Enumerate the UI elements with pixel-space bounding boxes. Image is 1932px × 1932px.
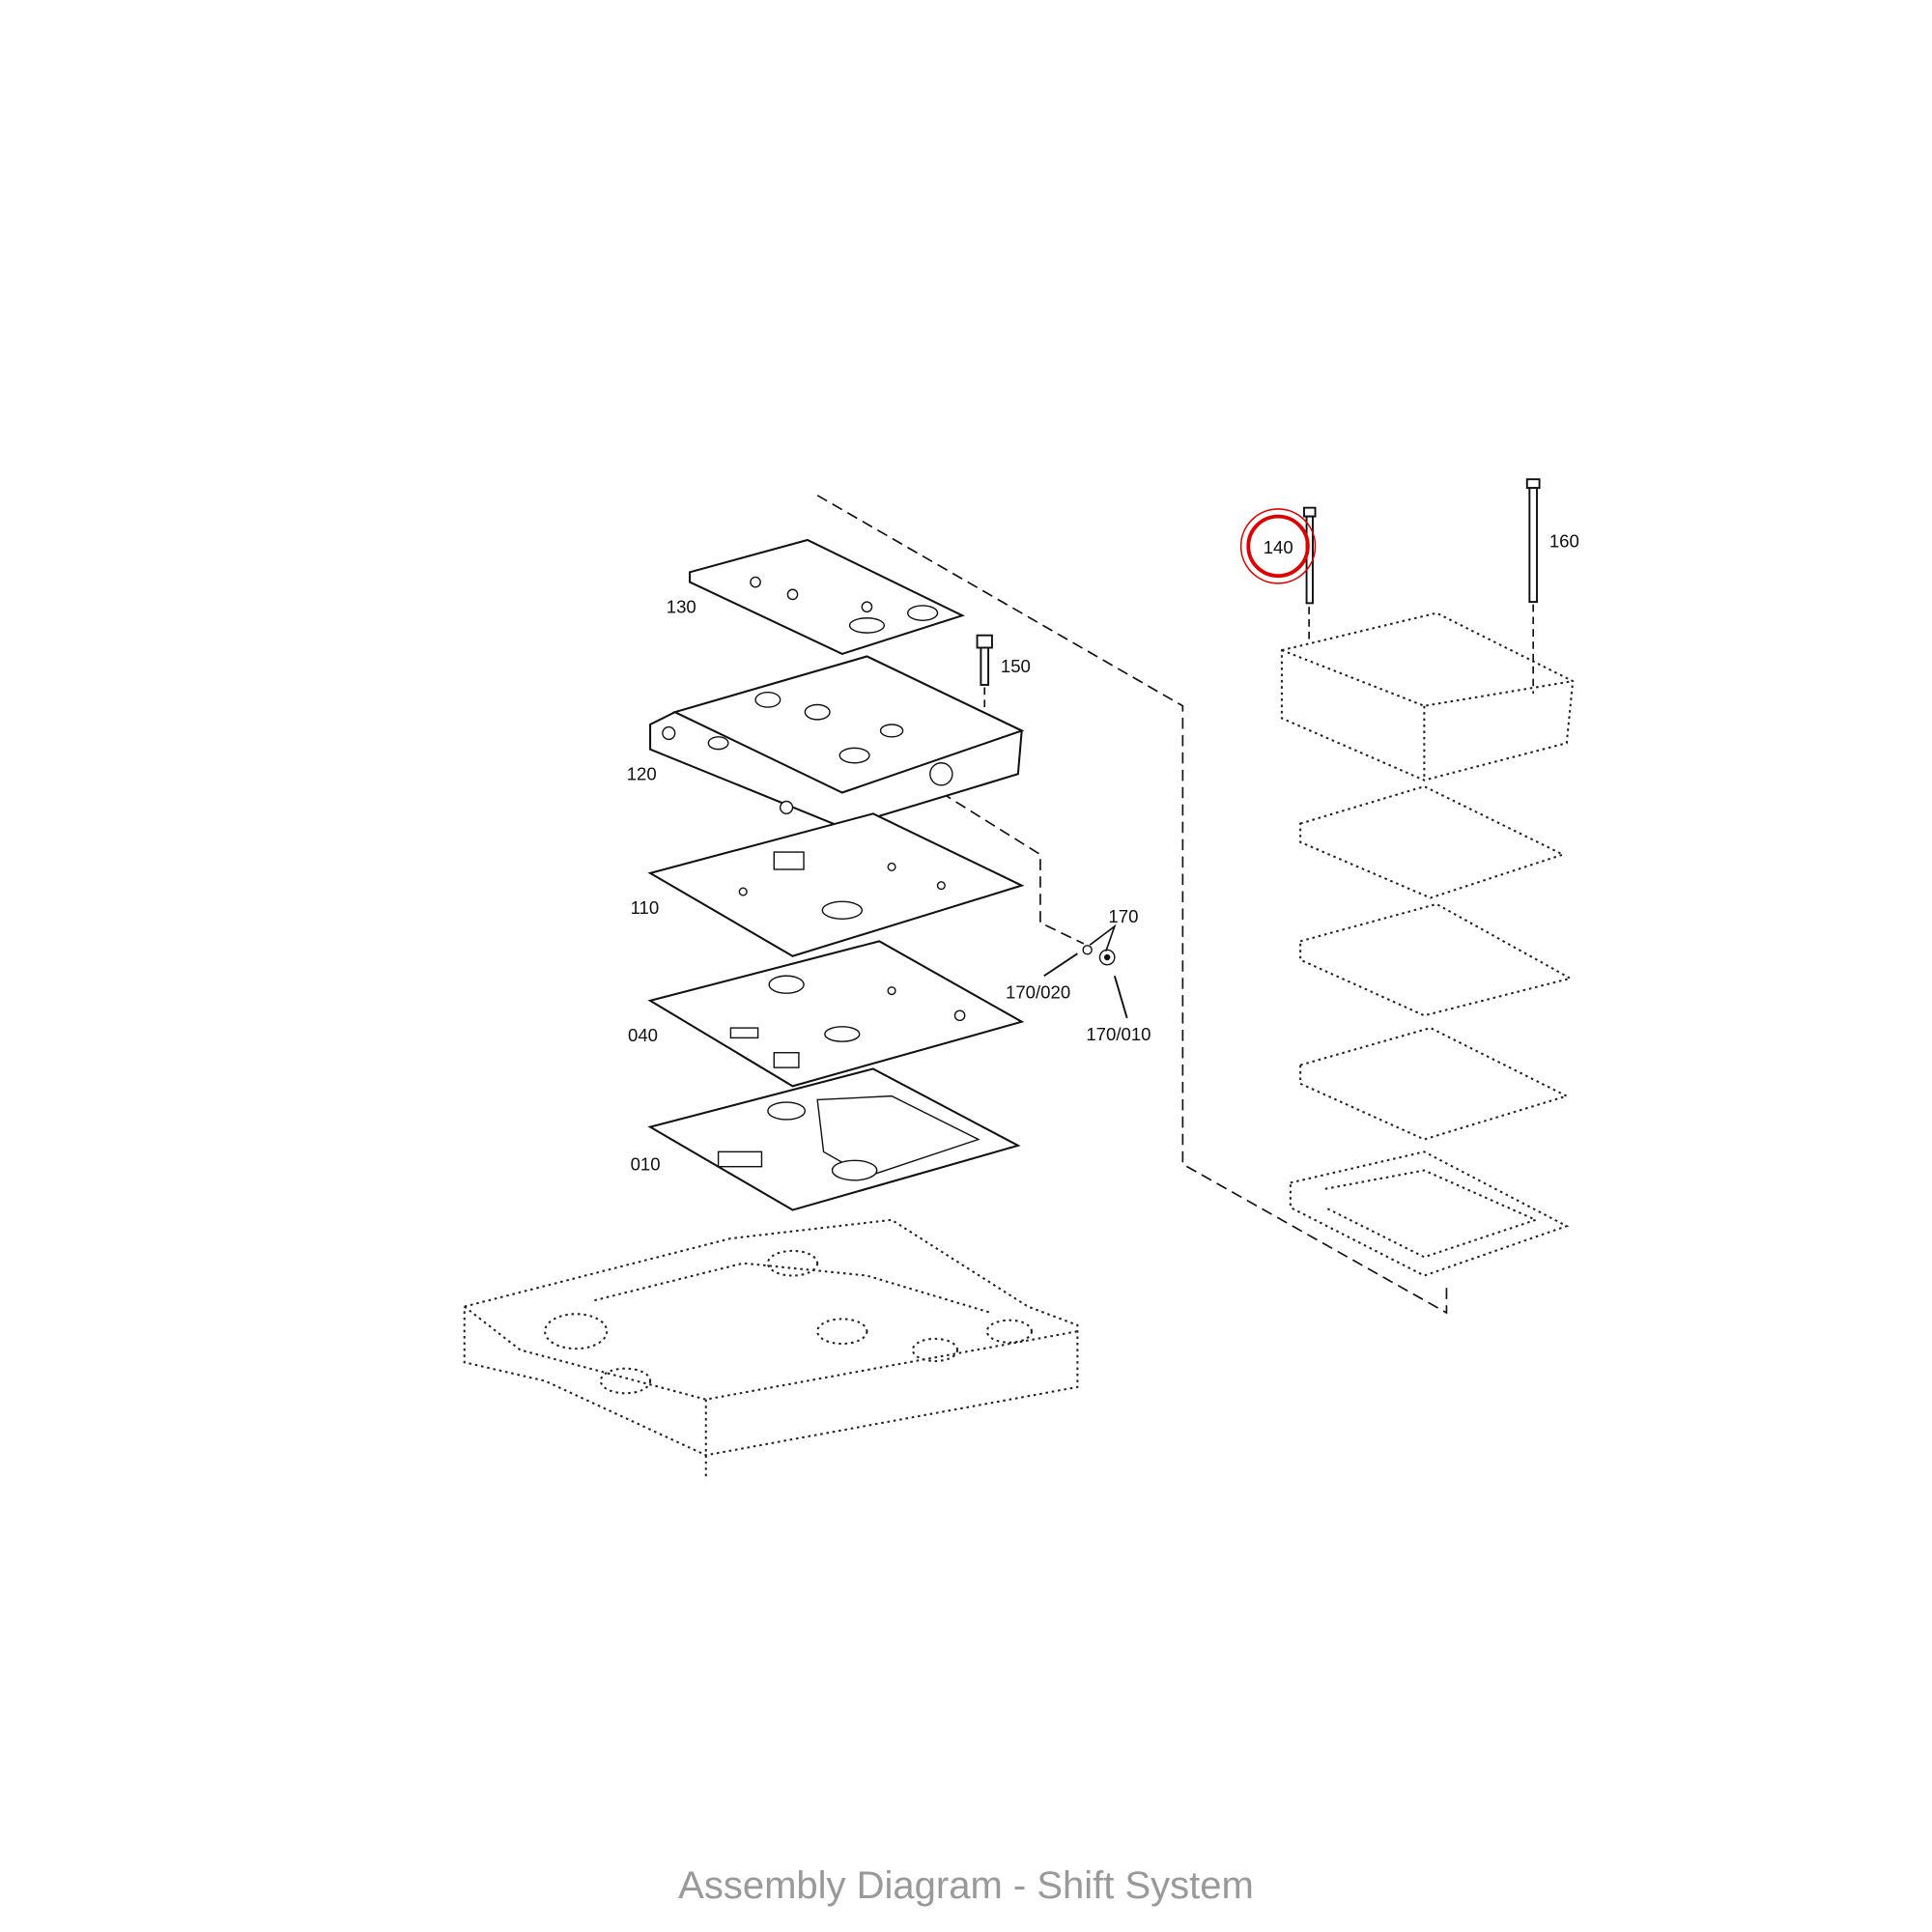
- diagram-caption: Assembly Diagram - Shift System: [678, 1864, 1254, 1907]
- label-150[interactable]: 150: [1001, 656, 1031, 676]
- part-160-bolt[interactable]: [1525, 478, 1541, 694]
- label-010[interactable]: 010: [631, 1154, 661, 1175]
- transmission-housing: [463, 1218, 1079, 1481]
- highlight-circle-140: [1239, 508, 1317, 584]
- assembly-guide-line: [816, 495, 1448, 1315]
- label-170-020[interactable]: 170/020: [1006, 981, 1070, 1002]
- part-120-valve-body[interactable]: [649, 655, 1025, 829]
- label-120[interactable]: 120: [627, 764, 657, 784]
- assembled-valve-block: [1280, 611, 1575, 1277]
- label-170-010[interactable]: 170/010: [1086, 1024, 1151, 1044]
- label-160[interactable]: 160: [1549, 531, 1579, 552]
- part-010-gasket[interactable]: [647, 1067, 1021, 1211]
- label-140[interactable]: 140: [1264, 537, 1293, 557]
- leader-line: [1043, 952, 1078, 978]
- part-040-plate[interactable]: [647, 940, 1025, 1088]
- label-130[interactable]: 130: [667, 597, 696, 617]
- leader-line: [1089, 923, 1117, 952]
- part-140-bolt[interactable]: [1303, 506, 1317, 644]
- leader-line: [1113, 975, 1128, 1019]
- part-110-plate[interactable]: [647, 812, 1025, 957]
- assembly-guide-line: [940, 791, 1085, 945]
- label-110[interactable]: 110: [631, 897, 660, 918]
- label-040[interactable]: 040: [628, 1025, 658, 1045]
- label-170[interactable]: 170: [1108, 906, 1138, 926]
- part-170-plug[interactable]: [1082, 945, 1116, 966]
- part-150-bolt[interactable]: [976, 634, 993, 725]
- part-130-plate[interactable]: [689, 538, 965, 656]
